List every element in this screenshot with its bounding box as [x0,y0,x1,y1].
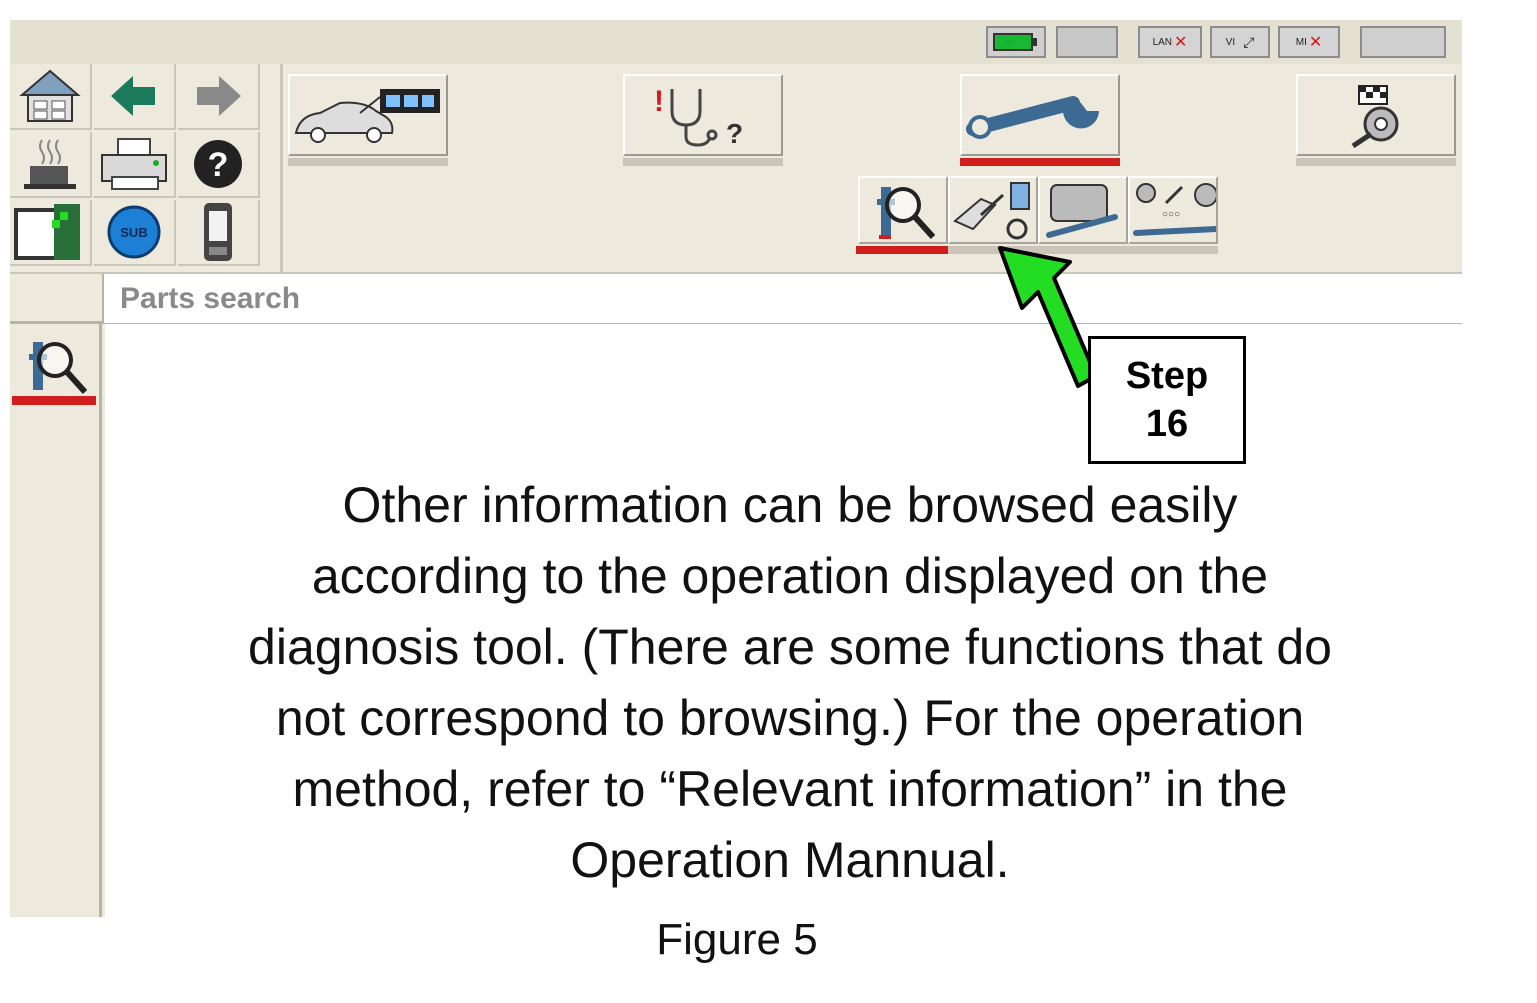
selected-side-indicator [12,396,96,405]
mode-indicator-bar [623,158,783,166]
description-line: Other information can be browsed easily [342,477,1238,533]
disconnected-x-icon: ✕ [1174,34,1188,51]
blank-indicator [1056,26,1118,58]
green-arrow-annotation [998,246,1098,388]
adjustment-button[interactable] [1038,176,1128,244]
diagnosis-mode-button[interactable]: !? [623,74,783,156]
figure-caption: Figure 5 [656,915,818,964]
description-line: diagnosis tool. (There are some function… [248,619,1332,675]
breadcrumb: Parts search [10,272,1462,324]
car-screen-icon [294,89,440,143]
home-button[interactable] [10,64,92,130]
printer-icon [101,138,167,190]
replacement-button[interactable] [948,176,1038,244]
break-button[interactable] [10,132,92,198]
back-arrow-icon [111,76,155,116]
blank-indicator-2 [1360,26,1446,58]
link-icon: ⤢ [1243,33,1255,50]
parts-search-icon [29,342,88,395]
maintenance-mode-button[interactable] [1296,74,1456,156]
status-bar: VI LAN✕ VI⤢ MI✕ [10,20,1462,64]
description-line: according to the operation displayed on … [311,548,1269,604]
sub-mode-button[interactable]: SUB [94,200,176,266]
screen-capture-icon [14,204,80,260]
callout-step-label: Step [1125,355,1209,397]
svg-text:!: ! [654,85,664,118]
consult-app-window: VI LAN✕ VI⤢ MI✕ [10,20,1462,917]
back-button[interactable] [94,64,176,130]
parts-search-icon [877,187,936,240]
vi-indicator: VI⤢ [1210,26,1270,58]
handheld-device-button[interactable] [178,200,260,266]
flags-gear-icon [1351,85,1399,148]
global-icon-grid: ? SUB [10,64,280,272]
sub-icon: SUB [107,205,161,259]
handheld-device-icon [204,203,232,261]
repair-mode-button[interactable] [960,74,1120,156]
adjustment-icon [1046,184,1118,238]
description-line: not correspond to browsing.) For the ope… [275,690,1305,746]
description-line: Operation Mannual. [570,832,1010,888]
side-parts-search-button[interactable] [14,332,96,398]
torque-icon: ○○○ [1133,183,1216,236]
side-panel [10,324,102,917]
vehicle-selection-mode-button[interactable] [288,74,448,156]
description-text: Other information can be browsed easily … [100,470,1480,896]
svg-text:VI: VI [1005,38,1014,48]
selected-mode-indicator [960,158,1120,166]
home-icon [19,69,81,122]
step-callout: Step 16 [1088,336,1246,464]
description-line: method, refer to “Relevant information” … [292,761,1288,817]
print-button[interactable] [94,132,176,198]
svg-text:?: ? [208,146,229,184]
parts-search-button[interactable] [858,176,948,244]
battery-icon: VI [993,33,1037,51]
help-button[interactable]: ? [178,132,260,198]
disconnected-x-icon: ✕ [1308,34,1323,51]
help-icon: ? [194,140,242,188]
svg-text:○○○: ○○○ [1162,209,1180,220]
callout-step-number: 16 [1145,403,1189,445]
replacement-icon [953,182,1030,240]
page-title: Parts search [102,274,1462,323]
forward-arrow-icon [197,76,241,116]
forward-button[interactable] [178,64,260,130]
svg-text:?: ? [726,118,743,147]
stethoscope-icon: !? [654,85,743,147]
mode-indicator-bar [1296,158,1456,166]
main-toolbar: ? SUB !? [10,64,1462,272]
mode-indicator-bar [288,158,448,166]
selected-subfunction-indicator [856,246,948,254]
tightening-torque-button[interactable]: ○○○ [1128,176,1218,244]
vi-battery-indicator: VI [986,26,1046,58]
svg-text:SUB: SUB [120,225,147,240]
subfunction-baseline [948,246,1218,254]
mi-indicator: MI✕ [1278,26,1340,58]
screen-capture-button[interactable] [10,200,92,266]
toolbar-separator [280,64,283,272]
wrench-icon [966,96,1099,139]
lan-indicator: LAN✕ [1138,26,1202,58]
coffee-cup-icon [24,139,76,189]
